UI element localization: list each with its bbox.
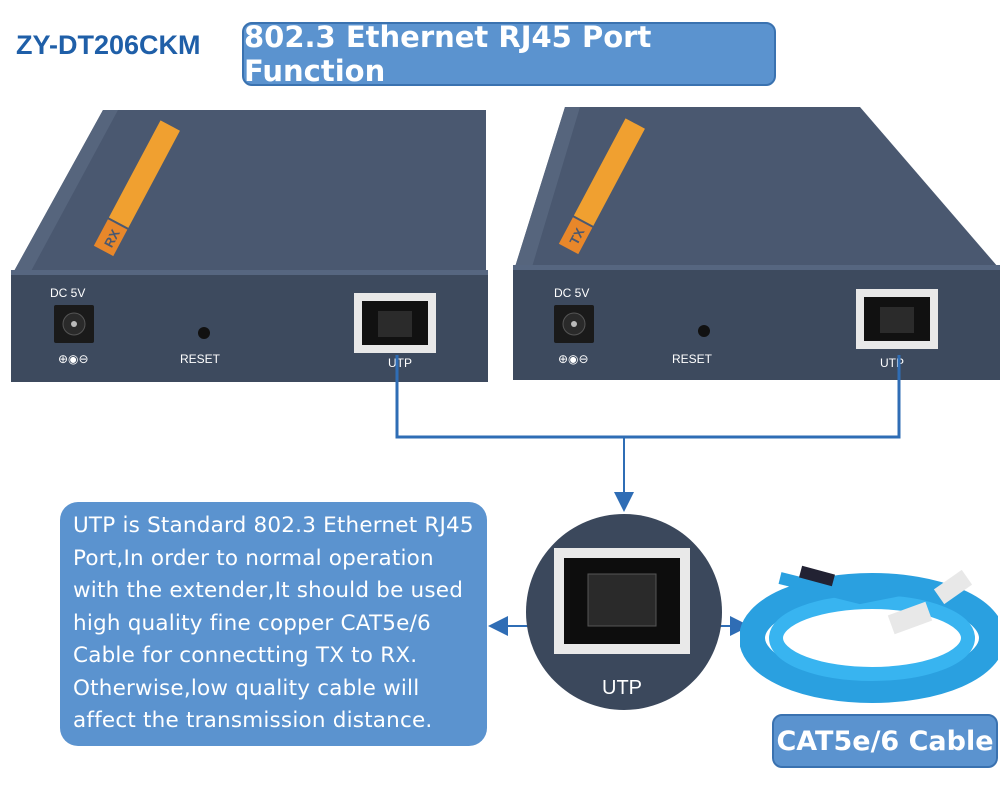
utp-closeup: UTP xyxy=(524,512,724,712)
rx-polarity-label: ⊕◉⊖ xyxy=(58,352,89,366)
tx-device: TX DC 5V ⊕◉⊖ RESET UTP xyxy=(510,105,1000,385)
description-line: Port,In order to normal operation xyxy=(73,545,434,571)
tx-power-label: DC 5V xyxy=(554,286,589,300)
rx-port-label: UTP xyxy=(388,356,412,370)
description-line: UTP is Standard 802.3 Ethernet RJ45 xyxy=(73,513,474,538)
rx-device: RX DC 5V ⊕◉⊖ RESET UTP xyxy=(8,105,488,385)
tx-polarity-label: ⊕◉⊖ xyxy=(558,352,589,366)
tx-reset-label: RESET xyxy=(672,352,713,366)
page-title: 802.3 Ethernet RJ45 Port Function xyxy=(242,20,776,88)
tx-reset-button[interactable] xyxy=(698,325,710,337)
rx-power-label: DC 5V xyxy=(50,286,85,300)
model-number: ZY-DT206CKM xyxy=(16,30,201,60)
cable-label: CAT5e/6 Cable xyxy=(772,714,998,768)
description-line: high quality fine copper CAT5e/6 xyxy=(73,610,431,636)
description-line: affect the transmission distance. xyxy=(73,708,433,733)
cable-image xyxy=(740,548,998,718)
closeup-port-label: UTP xyxy=(602,677,642,699)
description-line: Otherwise,low quality cable will xyxy=(73,675,420,701)
rx-reset-label: RESET xyxy=(180,352,221,366)
description-box: UTP is Standard 802.3 Ethernet RJ45 Port… xyxy=(60,502,487,746)
description-line: Cable for connectting TX to RX. xyxy=(73,643,418,668)
rx-reset-button[interactable] xyxy=(198,327,210,339)
description-line: with the extender,It should be used xyxy=(73,578,464,603)
tx-role-label: TX xyxy=(566,225,587,247)
